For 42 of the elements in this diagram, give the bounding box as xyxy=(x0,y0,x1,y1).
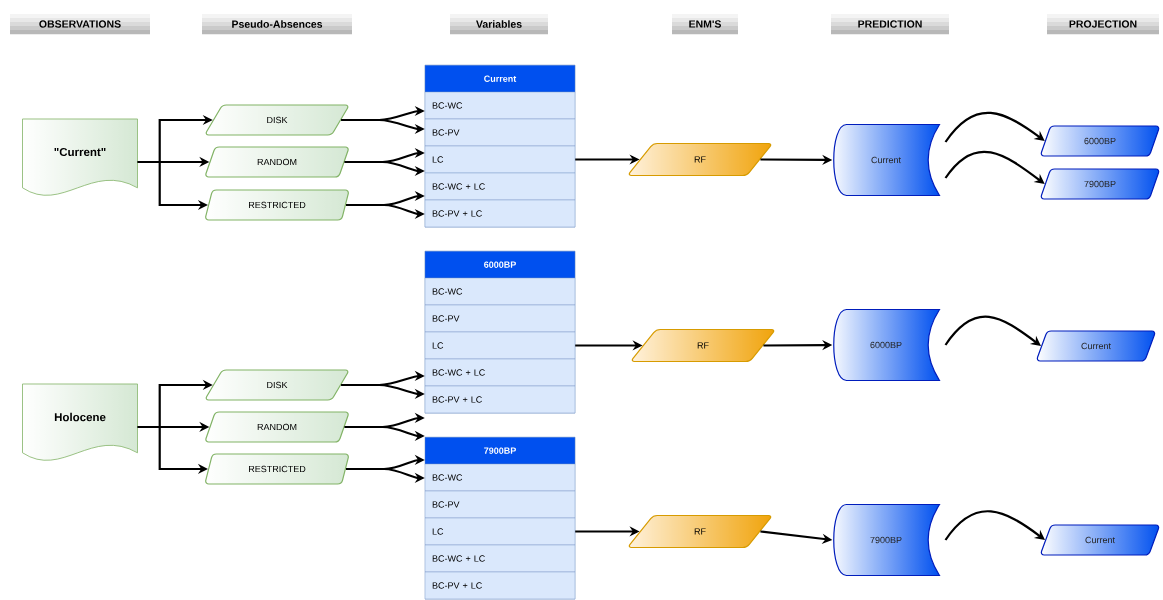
projection-parallelogram: 7900BP xyxy=(1040,168,1160,200)
parallelogram-box: RESTRICTED xyxy=(205,189,349,221)
model-parallelogram: RF xyxy=(628,514,772,549)
node-label: OBSERVATIONS xyxy=(39,20,121,28)
table-row: BC-PV xyxy=(424,118,576,147)
curved-arrow xyxy=(944,150,1045,184)
table-row: BC-PV + LC xyxy=(424,199,576,228)
projection-parallelogram: Current xyxy=(1036,330,1156,362)
parallelogram-box: RANDOM xyxy=(205,411,349,443)
node-label: PREDICTION xyxy=(858,20,922,28)
projection-parallelogram: 6000BP xyxy=(1040,125,1160,157)
table-row: LC xyxy=(424,145,576,174)
parallelogram-box: RANDOM xyxy=(205,146,349,178)
table-row: BC-WC + LC xyxy=(424,544,576,573)
model-parallelogram: RF xyxy=(631,328,775,363)
node-label: Pseudo-Absences xyxy=(232,20,323,28)
curved-arrow xyxy=(944,111,1045,143)
header-badge: Pseudo-Absences xyxy=(202,14,352,35)
header-badge: Variables xyxy=(450,14,548,35)
model-parallelogram: RF xyxy=(628,142,772,177)
header-badge: OBSERVATIONS xyxy=(10,14,150,35)
header-badge: ENM'S xyxy=(672,14,738,35)
table-row: BC-PV xyxy=(424,490,576,519)
header-badge: PREDICTION xyxy=(831,14,949,35)
table-row: LC xyxy=(424,517,576,546)
table-row: BC-WC xyxy=(424,91,576,120)
table-row: BC-WC + LC xyxy=(424,358,576,387)
node-label: PROJECTION xyxy=(1069,20,1137,28)
projection-parallelogram: Current xyxy=(1040,524,1160,556)
table-row: LC xyxy=(424,331,576,360)
table-row: BC-WC xyxy=(424,463,576,492)
table-row: BC-PV xyxy=(424,304,576,333)
parallelogram-box: DISK xyxy=(205,369,349,401)
parallelogram-box: DISK xyxy=(205,104,349,136)
node-label: ENM'S xyxy=(689,20,721,28)
header-badge: PROJECTION xyxy=(1047,14,1159,35)
parallelogram-box: RESTRICTED xyxy=(205,453,349,485)
table-row: BC-PV + LC xyxy=(424,571,576,600)
table-row: BC-WC + LC xyxy=(424,172,576,201)
table-row: BC-PV + LC xyxy=(424,385,576,414)
node-label: Variables xyxy=(476,20,522,28)
table-row: BC-WC xyxy=(424,277,576,306)
